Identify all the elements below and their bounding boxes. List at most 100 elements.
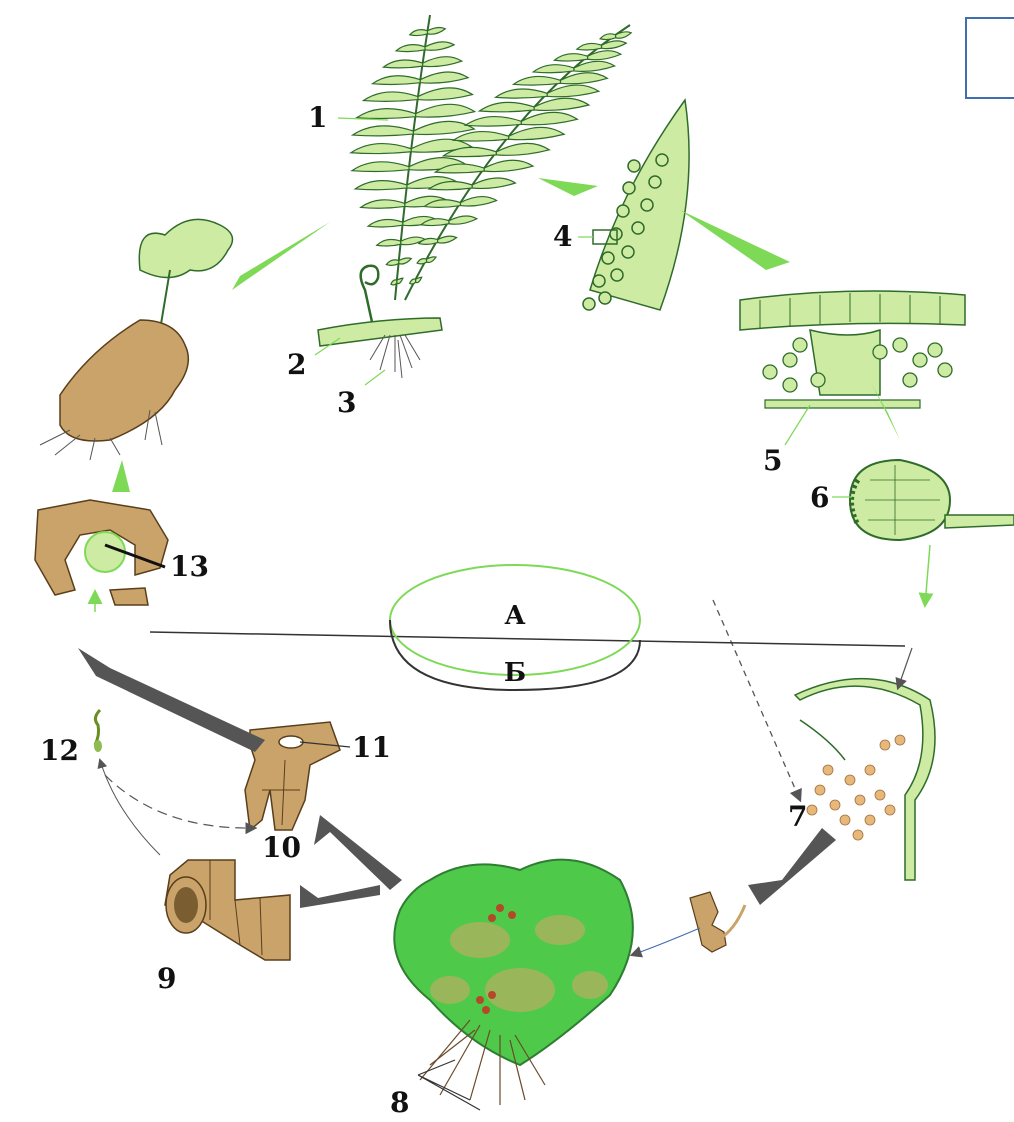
label-8: 8: [390, 1086, 409, 1119]
pinna-left: [353, 126, 414, 136]
sorus-dot: [602, 252, 614, 264]
antheridium: [165, 860, 290, 960]
sporangium-small: [763, 365, 777, 379]
label-12: 12: [40, 734, 79, 767]
arrow-section-to-sporangium: [872, 385, 900, 440]
arrow-young-to-adult: [232, 222, 330, 290]
pinna-right: [521, 112, 577, 124]
sorus-dot: [599, 292, 611, 304]
pinna-left: [368, 219, 403, 226]
pinna-right: [428, 27, 446, 34]
pinna-right: [425, 42, 454, 50]
arrow-sperm-to-archegonium: [105, 775, 255, 828]
label-10: 10: [262, 831, 301, 864]
spore: [830, 800, 840, 810]
spore: [875, 790, 885, 800]
frond-left-rachis: [395, 15, 430, 300]
pinna-right: [509, 127, 564, 139]
label-4: 4: [553, 220, 572, 253]
pinna-right: [423, 57, 462, 67]
spore: [807, 805, 817, 815]
sorus-dot: [622, 246, 634, 258]
label-13: 13: [170, 550, 209, 583]
arrow-sporangium-to-open: [898, 648, 912, 688]
fern-sporophyte: [318, 15, 631, 378]
phase-label-b: Б: [504, 658, 526, 688]
arrow-prothallus-to-archegonium: [314, 815, 402, 890]
germinating-spore: [690, 892, 745, 952]
rhizome: [318, 318, 442, 346]
pinna-left: [496, 89, 548, 98]
leaf-cross-section: [740, 291, 965, 408]
pinna-left: [383, 60, 422, 68]
pinna-left: [410, 279, 416, 284]
sorus-dot: [641, 199, 653, 211]
sporangium-small: [913, 353, 927, 367]
pinna-left: [410, 30, 428, 36]
pinna-left: [577, 43, 602, 50]
pinna-with-sori: [583, 100, 689, 310]
spore: [865, 765, 875, 775]
sporangium-small: [893, 338, 907, 352]
prothallus: [394, 860, 633, 1105]
pinna-right: [484, 160, 533, 171]
arrow-spore-to-prothallus: [632, 928, 700, 955]
pinna-left: [533, 65, 574, 73]
label-5: 5: [763, 444, 782, 477]
sporangium-small: [903, 373, 917, 387]
pinna-left: [391, 280, 397, 285]
adventitious-roots: [370, 335, 420, 378]
sporangium-small: [938, 363, 952, 377]
pinna-right: [438, 236, 457, 243]
arrow-dashed-meiosis: [713, 600, 800, 800]
pinna-left: [554, 54, 587, 61]
arrow-pinna-to-section: [680, 210, 790, 270]
arrow-archegonium-to-zygote: [78, 648, 265, 752]
label-2: 2: [287, 348, 306, 381]
spore: [853, 830, 863, 840]
sporangium-small: [928, 343, 942, 357]
spermatozoid: [94, 710, 102, 752]
pinna-right: [413, 121, 474, 134]
sorus-dot: [611, 269, 623, 281]
label-3: 3: [337, 386, 356, 419]
spore: [815, 785, 825, 795]
pinna-left: [514, 76, 561, 85]
pinna-left: [377, 240, 401, 246]
sorus-dot: [623, 182, 635, 194]
spore: [885, 805, 895, 815]
pinna-left: [372, 76, 420, 85]
spore: [845, 775, 855, 785]
sorus-dot: [628, 160, 640, 172]
label-9: 9: [157, 962, 176, 995]
arrow-sporangium-down: [925, 545, 930, 605]
sorus-dot: [593, 275, 605, 287]
arrow-zygote-up: [112, 460, 130, 492]
pinna-right: [416, 104, 475, 117]
pinna-left: [363, 92, 418, 101]
sporangium-small: [793, 338, 807, 352]
spore: [880, 740, 890, 750]
pinna-right: [420, 72, 468, 83]
fiddlehead: [361, 266, 379, 322]
pinna-left: [600, 34, 616, 40]
sporangium-closed: [850, 460, 1014, 540]
label-6: 6: [810, 481, 829, 514]
sorus-dot: [583, 298, 595, 310]
arrow-sporangium-to-spore: [748, 828, 836, 905]
phase-divider-line: [150, 632, 905, 646]
spore: [895, 735, 905, 745]
phase-label-a: А: [504, 601, 525, 631]
arrow-prothallus-to-antheridium: [300, 885, 380, 908]
pinna-right: [472, 178, 515, 188]
pinna-left: [357, 109, 416, 119]
label-1: 1: [308, 101, 327, 134]
label-8-leaders: [418, 1060, 480, 1110]
pinna-left: [417, 259, 426, 264]
pinna-right: [496, 143, 549, 155]
young-sporophyte: [40, 219, 233, 460]
sorus-dot: [632, 222, 644, 234]
sporangium-small: [873, 345, 887, 359]
